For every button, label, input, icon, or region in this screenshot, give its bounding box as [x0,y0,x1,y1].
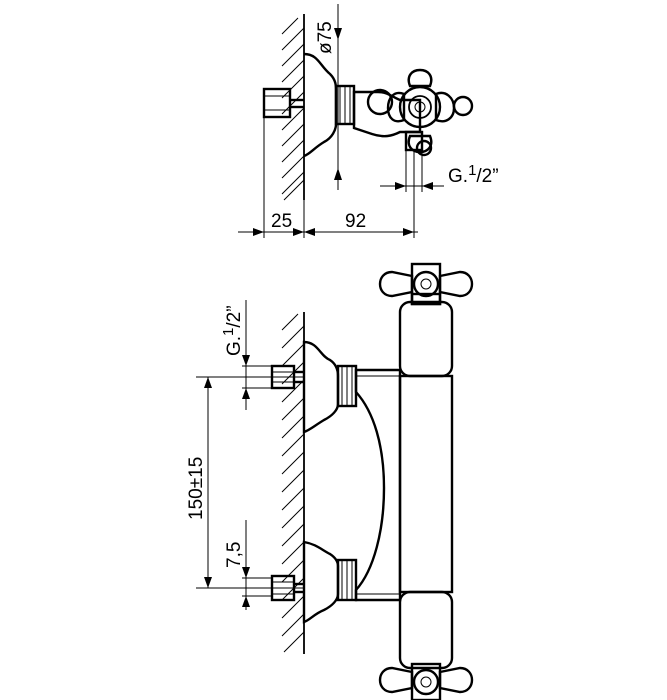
thread-label-front: G.1/2” [220,305,245,356]
lower-cross-handle [378,662,474,700]
eccentric-label: 7,5 [224,542,245,568]
dim-25-label: 25 [271,211,292,232]
lower-flange-front [302,540,340,624]
wall-hatching-front [281,313,305,653]
inlet-nut-side [262,87,292,119]
mixer-body-side [352,90,422,138]
lower-cartridge [398,590,454,670]
upper-flange-front [302,340,340,434]
thread-label-side: G.1/2” [448,162,499,187]
wall-hatching-side [281,17,305,201]
upper-cross-handle [378,262,474,306]
center-distance-label: 150±15 [186,457,207,520]
central-body [398,374,454,594]
side-view: ø75 G.1/2” 25 92 [238,4,499,238]
front-view: 150±15 G.1/2” 7,5 [186,262,474,700]
upper-cartridge [398,300,454,378]
cross-handle-side [386,68,474,157]
spout-circle [366,88,394,116]
handle-knob-right [452,95,474,117]
diameter-label: ø75 [315,21,336,54]
handle-knob-bottom [415,139,433,157]
wall-flange-side [303,52,338,158]
mixer-body-front [354,368,402,602]
dim-92-label: 92 [345,211,366,232]
